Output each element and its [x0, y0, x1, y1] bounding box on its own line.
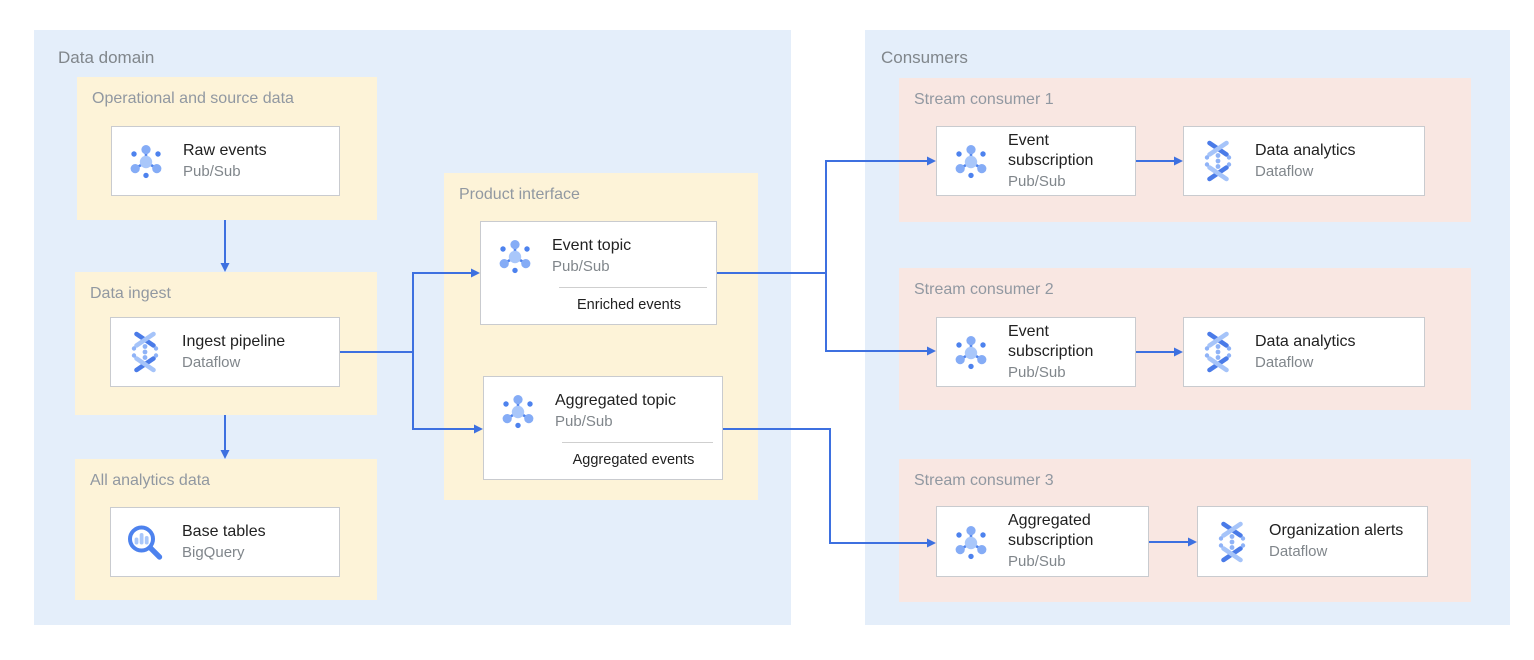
group-label: Stream consumer 1: [914, 91, 1054, 108]
group-label: Operational and source data: [92, 90, 294, 107]
divider: [559, 287, 707, 288]
card-ingest-pipeline: Ingest pipeline Dataflow: [110, 317, 340, 387]
group-data-ingest: Data ingest Ingest pipeline Dataflow: [75, 272, 377, 415]
group-all-analytics-data: All analytics data Base tables BigQuery: [75, 459, 377, 600]
card-data-analytics-2: Data analytics Dataflow: [1183, 317, 1425, 387]
dataflow-icon: [1198, 139, 1238, 183]
topic-tag: Enriched events: [577, 297, 681, 313]
card-title: Ingest pipeline: [182, 332, 286, 350]
card-service: Dataflow: [182, 353, 241, 371]
pubsub-icon: [951, 330, 991, 374]
card-title: Event topic: [552, 236, 632, 254]
card-title: Raw events: [183, 141, 267, 159]
card-event-subscription-2: Event subscription Pub/Sub: [936, 317, 1136, 387]
card-title: Base tables: [182, 522, 266, 540]
pubsub-icon: [495, 234, 535, 278]
card-base-tables: Base tables BigQuery: [110, 507, 340, 577]
group-stream-consumer-1: Stream consumer 1 Event subscription Pub…: [899, 78, 1471, 222]
pubsub-icon: [126, 139, 166, 183]
card-service: Dataflow: [1255, 162, 1314, 180]
card-service: BigQuery: [182, 543, 245, 561]
card-service: Dataflow: [1255, 353, 1314, 371]
group-product-interface: Product interface Event topic Pub/Sub En…: [444, 173, 758, 500]
card-title: Organization alerts: [1269, 522, 1404, 540]
card-title: Aggregated topic: [555, 391, 676, 409]
group-label: Product interface: [459, 186, 580, 203]
group-label: All analytics data: [90, 472, 211, 489]
card-service: Pub/Sub: [552, 257, 610, 275]
card-organization-alerts: Organization alerts Dataflow: [1197, 506, 1428, 577]
group-stream-consumer-2: Stream consumer 2 Event subscription Pub…: [899, 268, 1471, 410]
group-label: Data ingest: [90, 285, 171, 302]
card-service: Pub/Sub: [1008, 172, 1066, 190]
card-event-topic: Event topic Pub/Sub Enriched events: [480, 221, 717, 325]
consumers-label: Consumers: [881, 48, 968, 67]
card-title: Event subscription: [1008, 322, 1094, 360]
card-aggregated-topic: Aggregated topic Pub/Sub Aggregated even…: [483, 376, 723, 480]
group-operational-source-data: Operational and source data Raw events P…: [77, 77, 377, 220]
card-title: Event subscription: [1008, 131, 1094, 169]
group-stream-consumer-3: Stream consumer 3 Aggregated subscriptio…: [899, 459, 1471, 602]
dataflow-icon: [125, 330, 165, 374]
group-label: Stream consumer 2: [914, 281, 1054, 298]
card-service: Pub/Sub: [1008, 553, 1066, 571]
group-label: Stream consumer 3: [914, 472, 1054, 489]
card-event-subscription-1: Event subscription Pub/Sub: [936, 126, 1136, 196]
card-service: Pub/Sub: [555, 412, 613, 430]
card-aggregated-subscription: Aggregated subscription Pub/Sub: [936, 506, 1149, 577]
card-title: Data analytics: [1255, 332, 1356, 350]
card-raw-events: Raw events Pub/Sub: [111, 126, 340, 196]
pubsub-icon: [951, 139, 991, 183]
card-service: Pub/Sub: [183, 162, 241, 180]
data-domain-label: Data domain: [58, 48, 155, 67]
topic-tag: Aggregated events: [572, 452, 695, 468]
pubsub-icon: [951, 520, 991, 564]
card-title: Aggregated subscription: [1008, 512, 1094, 550]
consumers-container: Consumers Stream consumer 1 Event subscr…: [865, 30, 1510, 625]
card-data-analytics-1: Data analytics Dataflow: [1183, 126, 1425, 196]
dataflow-icon: [1212, 520, 1252, 564]
dataflow-icon: [1198, 330, 1238, 374]
data-domain-container: Data domain Operational and source data …: [34, 30, 791, 625]
card-service: Dataflow: [1269, 543, 1328, 561]
divider: [562, 442, 713, 443]
card-title: Data analytics: [1255, 141, 1356, 159]
bigquery-icon: [125, 520, 165, 564]
pubsub-icon: [498, 389, 538, 433]
card-service: Pub/Sub: [1008, 363, 1066, 381]
